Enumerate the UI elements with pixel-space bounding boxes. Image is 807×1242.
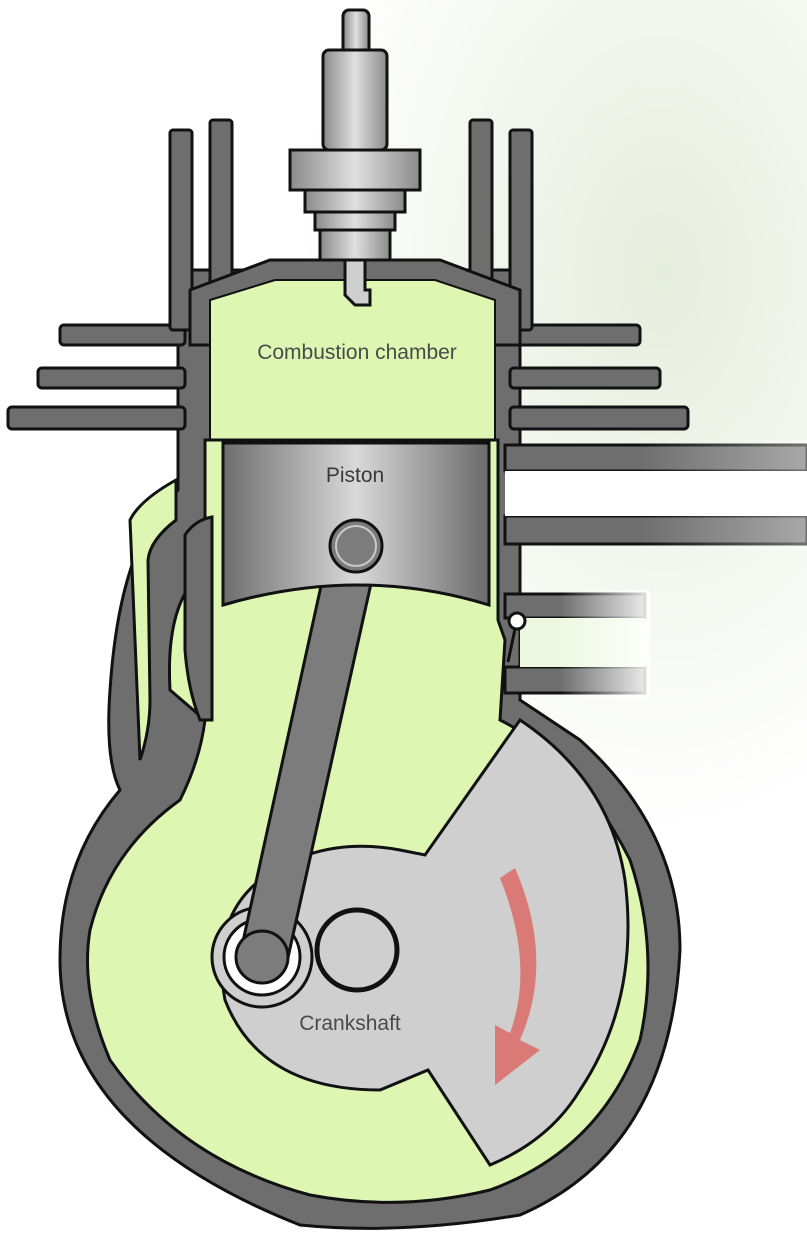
label-combustion-chamber: Combustion chamber (257, 341, 457, 364)
label-crankshaft: Crankshaft (299, 1012, 401, 1035)
label-piston: Piston (326, 464, 384, 487)
intake-pipe (505, 590, 650, 700)
exhaust-pipe (505, 440, 807, 550)
crank-journal (317, 910, 397, 990)
